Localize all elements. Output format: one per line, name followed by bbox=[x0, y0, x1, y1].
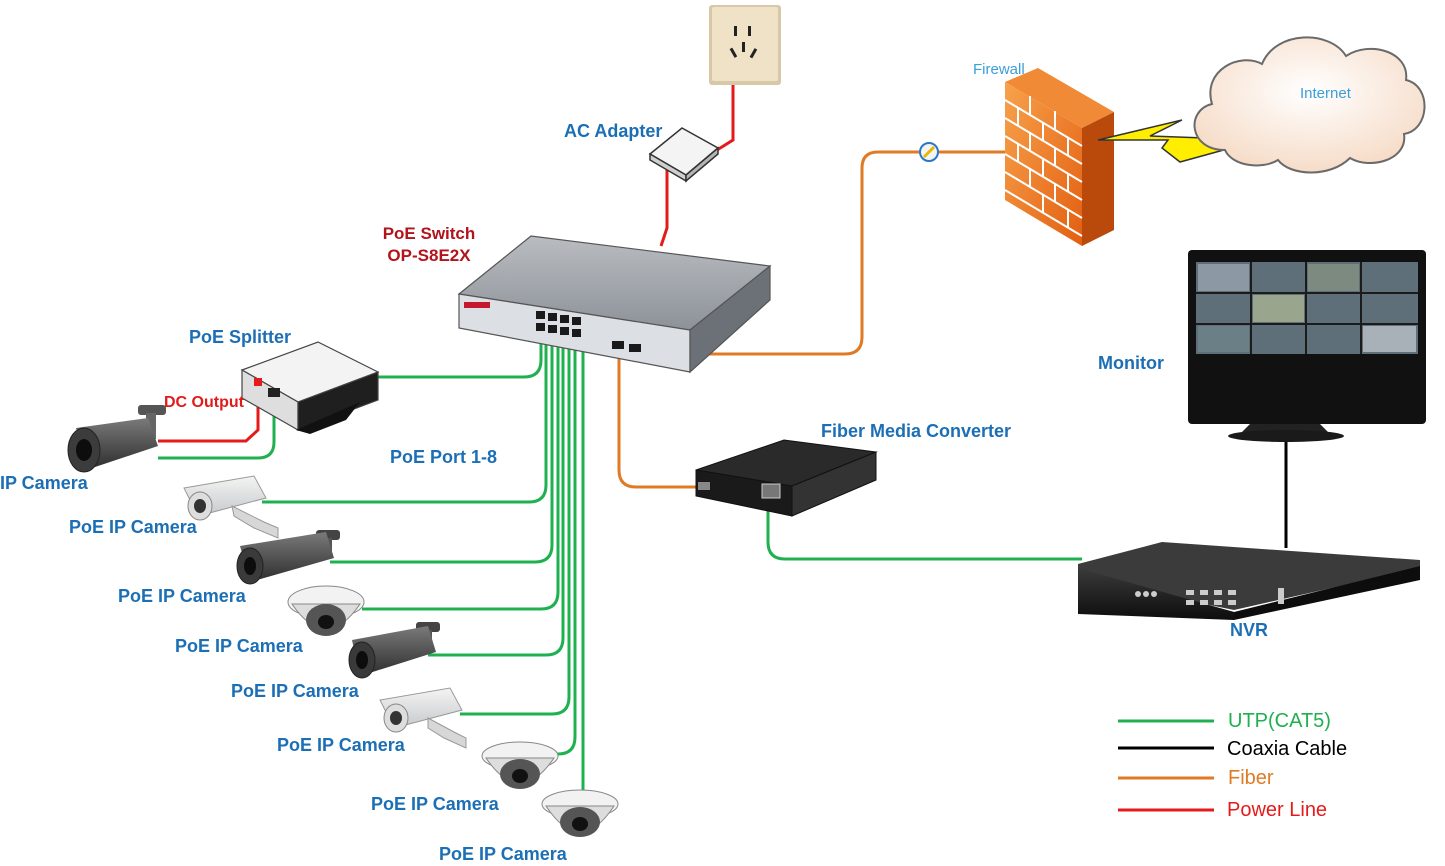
nvr-label: NVR bbox=[1230, 620, 1268, 640]
firewall-label: Firewall bbox=[973, 61, 1025, 78]
monitor-label: Monitor bbox=[1098, 353, 1164, 373]
fiber-media-converter-label: Fiber Media Converter bbox=[821, 421, 1011, 441]
poe-port-label: PoE Port 1-8 bbox=[390, 447, 497, 467]
poe-splitter-icon bbox=[240, 341, 380, 434]
poe-ip-camera-label-3: PoE IP Camera bbox=[175, 636, 304, 656]
nvr-icon bbox=[1078, 542, 1420, 620]
firewall-icon bbox=[1004, 68, 1114, 246]
poe-ip-camera-label-6: PoE IP Camera bbox=[371, 794, 500, 814]
box-camera-icon bbox=[379, 687, 467, 749]
poe-switch-model-label: OP-S8E2X bbox=[387, 246, 471, 265]
bullet-camera-icon bbox=[348, 622, 440, 679]
monitor-icon bbox=[1188, 250, 1426, 442]
poe-splitter-label: PoE Splitter bbox=[189, 327, 291, 347]
legend-label-coax: Coaxia Cable bbox=[1227, 738, 1347, 760]
legend-label-fiber: Fiber bbox=[1228, 767, 1274, 789]
poe-ip-camera-label-2: PoE IP Camera bbox=[118, 586, 247, 606]
dome-camera-icon bbox=[287, 585, 365, 636]
poe-ip-camera-label-5: PoE IP Camera bbox=[277, 735, 406, 755]
internet-cloud-icon bbox=[1193, 36, 1426, 174]
dome-camera-icon bbox=[481, 741, 559, 789]
poe-ip-camera-label-1: PoE IP Camera bbox=[69, 517, 198, 537]
ip-camera-label: IP Camera bbox=[0, 473, 89, 493]
dome-camera-icon bbox=[541, 789, 619, 837]
ac-adapter-label: AC Adapter bbox=[564, 121, 662, 141]
legend-label-power: Power Line bbox=[1227, 799, 1327, 821]
box-camera-icon bbox=[183, 475, 279, 539]
legend: UTP(CAT5) Coaxia Cable Fiber Power Line bbox=[1118, 710, 1347, 821]
fiber-media-converter-icon bbox=[695, 439, 878, 517]
poe-ip-camera-label-7: PoE IP Camera bbox=[439, 844, 568, 864]
bullet-camera-icon bbox=[236, 530, 340, 585]
poe-switch-icon bbox=[457, 235, 772, 374]
poe-ip-camera-label-4: PoE IP Camera bbox=[231, 681, 360, 701]
ip-camera-bullet-icon bbox=[67, 405, 166, 473]
fiber-lines bbox=[617, 150, 1015, 489]
internet-label: Internet bbox=[1300, 85, 1352, 102]
ac-adapter-icon bbox=[648, 127, 720, 183]
poe-switch-label: PoE Switch bbox=[383, 224, 476, 243]
lightning-icon bbox=[1097, 119, 1261, 163]
legend-label-utp: UTP(CAT5) bbox=[1228, 710, 1331, 732]
dc-output-label: DC Output bbox=[164, 394, 245, 411]
wall-outlet-icon bbox=[709, 5, 781, 85]
fiber-coupler-icon bbox=[919, 142, 939, 162]
